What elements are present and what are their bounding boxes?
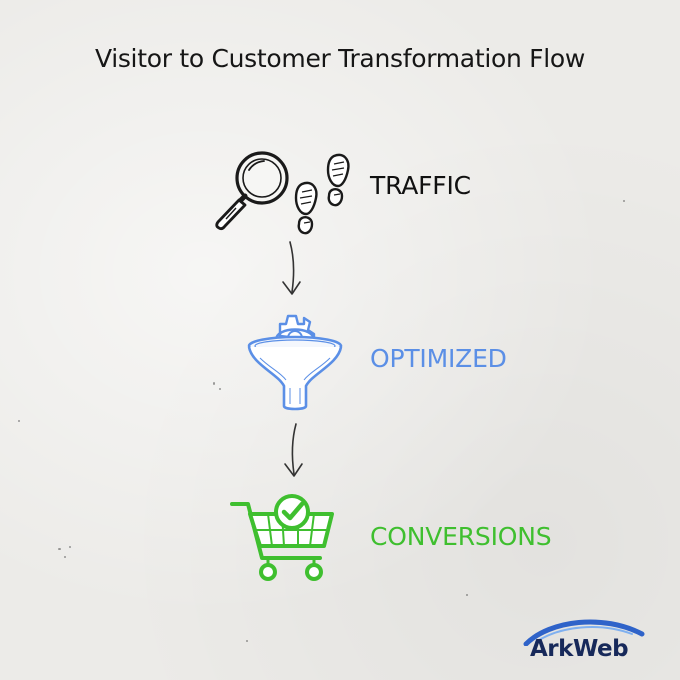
flow-arrow-down (282, 241, 301, 295)
paper-speck (623, 200, 625, 202)
paper-speck (246, 640, 248, 642)
paper-speck (58, 548, 61, 550)
stage-label-optimized: OPTIMIZED (370, 344, 507, 373)
shopping-cart-check-icon (230, 494, 334, 581)
diagram-title: Visitor to Customer Transformation Flow (94, 44, 586, 73)
paper-speck (219, 388, 221, 390)
paper-speck (213, 382, 215, 385)
paper-speck (18, 420, 20, 422)
paper-speck (69, 546, 71, 548)
arkweb-logo: ArkWeb (520, 616, 648, 666)
paper-speck (64, 556, 66, 558)
flow-arrow-down (284, 423, 303, 477)
stage-label-traffic: TRAFFIC (370, 171, 471, 200)
funnel-gear-icon (247, 314, 343, 411)
magnifying-glass-icon (215, 151, 289, 231)
footprints-icon (294, 153, 350, 235)
stage-label-conversions: CONVERSIONS (370, 522, 552, 551)
logo-swoosh-icon (523, 619, 645, 646)
paper-speck (466, 594, 468, 596)
logo-text: ArkWeb (530, 636, 629, 662)
